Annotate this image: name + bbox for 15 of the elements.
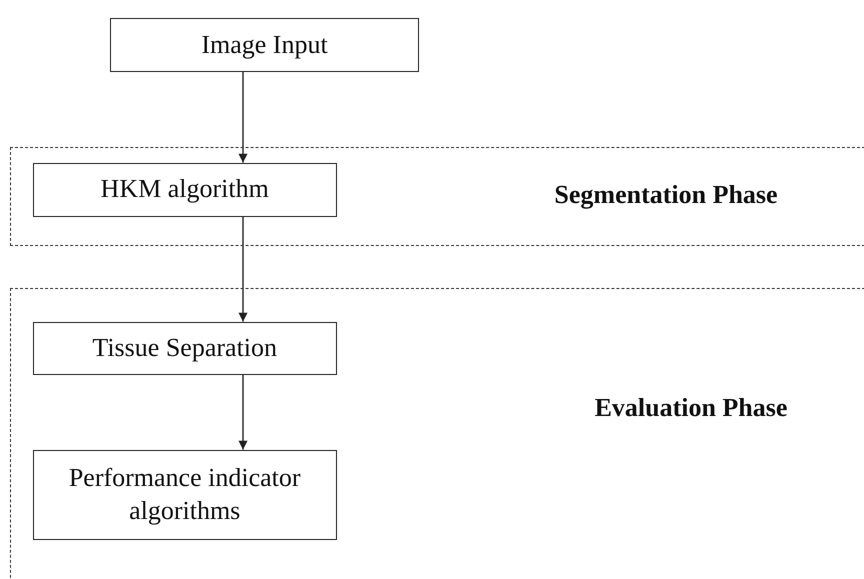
process-box xyxy=(32,450,337,540)
box-label: Performance indicator algorithms xyxy=(68,462,302,527)
process-box xyxy=(32,322,337,375)
box-label: Image Input xyxy=(201,28,328,61)
box-label: HKM algorithm xyxy=(100,173,269,206)
dashed-region xyxy=(10,147,864,246)
process-box xyxy=(32,162,337,217)
arrow xyxy=(238,216,248,322)
process-box xyxy=(110,18,419,72)
phase-label: Segmentation Phase xyxy=(553,179,779,211)
arrow xyxy=(238,374,248,450)
phase-label: Evaluation Phase xyxy=(594,392,788,424)
box-label: Tissue Separation xyxy=(92,332,278,364)
dashed-region xyxy=(10,288,864,579)
arrow xyxy=(238,72,248,163)
